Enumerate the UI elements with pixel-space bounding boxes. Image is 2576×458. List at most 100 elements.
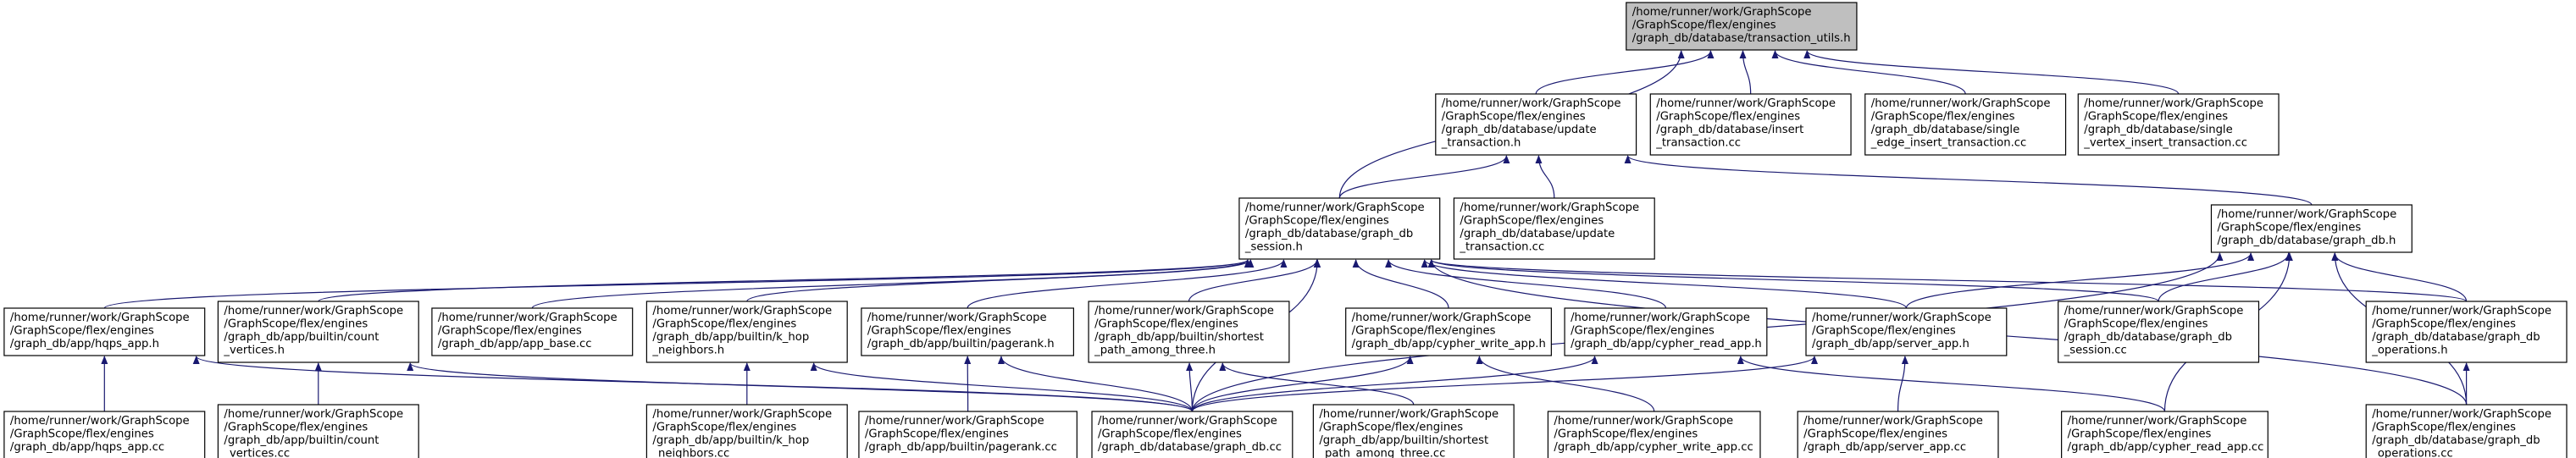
node-box	[861, 307, 1075, 356]
node-box	[1797, 411, 1999, 458]
node-graph-db-session-cc[interactable]: /home/runner/work/GraphScope/GraphScope/…	[2058, 301, 2260, 363]
node-label-line: /graph_db/database/graph_db	[2372, 331, 2540, 344]
node-box	[645, 404, 848, 458]
node-server-app-h[interactable]: /home/runner/work/GraphScope/GraphScope/…	[1805, 307, 2008, 356]
node-label-line: /graph_db/app/builtin/count	[224, 331, 379, 344]
node-label-line: /home/runner/work/GraphScope	[1803, 415, 1983, 428]
node-label-line: _neighbors.cc	[651, 448, 729, 458]
node-label-line: /GraphScope/flex/engines	[1656, 111, 1800, 124]
node-k-hop-neighbors-h[interactable]: /home/runner/work/GraphScope/GraphScope/…	[645, 301, 848, 363]
edge-update-transaction-h-to-transaction-utils-h	[1535, 50, 1715, 95]
node-label-line: /GraphScope/flex/engines	[2217, 222, 2361, 235]
node-label-line: /graph_db/database/graph_db	[2064, 331, 2232, 344]
node-label-line: /home/runner/work/GraphScope	[10, 312, 190, 324]
node-label-line: /graph_db/app/cypher_read_app.h	[1571, 338, 1762, 350]
node-label-line: /home/runner/work/GraphScope	[224, 408, 403, 421]
node-label-line: /home/runner/work/GraphScope	[2372, 305, 2551, 317]
node-box	[3, 411, 206, 458]
node-single-vertex-insert-transaction-cc[interactable]: /home/runner/work/GraphScope/GraphScope/…	[2077, 93, 2280, 156]
node-label-line: /graph_db/app/server_app.h	[1812, 338, 1969, 350]
node-cypher-read-app-h[interactable]: /home/runner/work/GraphScope/GraphScope/…	[1564, 307, 1768, 356]
node-cypher-read-app-cc[interactable]: /home/runner/work/GraphScope/GraphScope/…	[2061, 411, 2269, 458]
node-label-line: /home/runner/work/GraphScope	[652, 305, 832, 317]
node-count-vertices-cc[interactable]: /home/runner/work/GraphScope/GraphScope/…	[217, 404, 419, 458]
node-hqps-app-cc[interactable]: /home/runner/work/GraphScope/GraphScope/…	[3, 411, 206, 458]
edge-graph-db-session-cc-to-graph-db-h	[2158, 252, 2292, 302]
node-graph-db-operations-h[interactable]: /home/runner/work/GraphScope/GraphScope/…	[2365, 301, 2568, 363]
node-cypher-write-app-cc[interactable]: /home/runner/work/GraphScope/GraphScope/…	[1547, 411, 1761, 458]
node-cypher-write-app-h[interactable]: /home/runner/work/GraphScope/GraphScope/…	[1345, 307, 1552, 356]
node-label-line: /graph_db/database/insert	[1656, 124, 1803, 136]
node-box	[217, 404, 419, 458]
node-box	[1564, 307, 1768, 356]
node-label-line: /graph_db/database/single	[1871, 124, 2019, 136]
edge-cypher-write-app-h-to-graph-db-session-h	[1352, 259, 1449, 309]
node-box	[645, 301, 848, 363]
node-label-line: /graph_db/app/builtin/k_hop	[652, 434, 809, 447]
node-label-line: /home/runner/work/GraphScope	[2064, 305, 2244, 317]
node-box	[1088, 301, 1290, 363]
node-server-app-cc[interactable]: /home/runner/work/GraphScope/GraphScope/…	[1797, 411, 1999, 458]
node-box	[1649, 93, 1852, 156]
node-count-vertices-h[interactable]: /home/runner/work/GraphScope/GraphScope/…	[217, 301, 419, 363]
node-label-line: /GraphScope/flex/engines	[1812, 325, 1956, 338]
node-k-hop-neighbors-cc[interactable]: /home/runner/work/GraphScope/GraphScope/…	[645, 404, 848, 458]
node-label-line: _session.h	[1244, 241, 1303, 254]
edge-update-transaction-cc-to-update-transaction-h	[1535, 155, 1555, 199]
node-app-base-cc[interactable]: /home/runner/work/GraphScope/GraphScope/…	[431, 307, 634, 356]
node-shortest-path-cc[interactable]: /home/runner/work/GraphScope/GraphScope/…	[1312, 404, 1515, 458]
node-box	[3, 307, 206, 356]
edge-server-app-h-to-graph-db-h	[1905, 252, 2254, 309]
node-label-line: /GraphScope/flex/engines	[10, 325, 154, 338]
node-graph-db-h[interactable]: /home/runner/work/GraphScope/GraphScope/…	[2210, 204, 2413, 253]
node-label-line: /home/runner/work/GraphScope	[1571, 312, 1750, 324]
node-box	[2365, 404, 2568, 458]
node-label-line: _vertices.cc	[223, 448, 290, 458]
node-update-transaction-cc[interactable]: /home/runner/work/GraphScope/GraphScope/…	[1453, 197, 1655, 260]
node-label-line: /home/runner/work/GraphScope	[1094, 305, 1274, 317]
edge-pagerank-h-to-graph-db-session-h	[967, 259, 1288, 309]
node-update-transaction-h[interactable]: /home/runner/work/GraphScope/GraphScope/…	[1435, 93, 1637, 156]
node-pagerank-h[interactable]: /home/runner/work/GraphScope/GraphScope/…	[861, 307, 1075, 356]
node-graph-db-cc[interactable]: /home/runner/work/GraphScope/GraphScope/…	[1091, 411, 1294, 458]
node-label-line: /home/runner/work/GraphScope	[2372, 408, 2551, 421]
node-label-line: /graph_db/app/hqps_app.cc	[10, 441, 164, 454]
node-hqps-app-h[interactable]: /home/runner/work/GraphScope/GraphScope/…	[3, 307, 206, 356]
edge-hqps-app-h-to-graph-db-session-h	[103, 259, 1251, 309]
node-label-line: /GraphScope/flex/engines	[1319, 422, 1463, 434]
node-shortest-path-h[interactable]: /home/runner/work/GraphScope/GraphScope/…	[1088, 301, 1290, 363]
edge-graph-db-operations-h-to-graph-db-h	[2331, 252, 2468, 302]
node-label-line: /home/runner/work/GraphScope	[438, 312, 618, 324]
edge-shortest-path-cc-to-shortest-path-h	[1219, 362, 1415, 406]
node-label-line: /GraphScope/flex/engines	[10, 428, 154, 441]
node-label-line: /graph_db/database/transaction_utils.h	[1632, 32, 1851, 45]
edge-server-app-cc-to-server-app-h	[1897, 356, 1908, 412]
node-box	[431, 307, 634, 356]
edge-count-vertices-h-to-graph-db-session-h	[318, 259, 1251, 302]
node-pagerank-cc[interactable]: /home/runner/work/GraphScope/GraphScope/…	[858, 411, 1077, 458]
node-label-line: _edge_insert_transaction.cc	[1870, 137, 2027, 150]
node-box	[1547, 411, 1761, 458]
node-insert-transaction-cc[interactable]: /home/runner/work/GraphScope/GraphScope/…	[1649, 93, 1852, 156]
node-label-line: /GraphScope/flex/engines	[2064, 318, 2208, 331]
node-box	[2061, 411, 2269, 458]
node-graph-db-session-h[interactable]: /home/runner/work/GraphScope/GraphScope/…	[1238, 197, 1441, 260]
node-label-line: /home/runner/work/GraphScope	[2084, 97, 2263, 110]
node-label-line: /GraphScope/flex/engines	[2084, 111, 2228, 124]
node-box	[2077, 93, 2280, 156]
node-transaction-utils-h[interactable]: /home/runner/work/GraphScope/GraphScope/…	[1626, 2, 1858, 51]
node-graph-db-operations-cc[interactable]: /home/runner/work/GraphScope/GraphScope/…	[2365, 404, 2568, 458]
edge-cypher-read-app-h-to-graph-db-session-h	[1385, 259, 1667, 309]
edge-k-hop-neighbors-h-to-graph-db-session-h	[746, 259, 1255, 302]
node-label-line: /home/runner/work/GraphScope	[1812, 312, 1992, 324]
edge-server-app-h-to-graph-db-session-h	[1421, 259, 1907, 309]
edge-graph-db-h-to-update-transaction-h	[1624, 155, 2313, 206]
edge-shortest-path-h-to-graph-db-session-h	[1188, 259, 1321, 302]
node-box	[858, 411, 1077, 458]
node-label-line: /GraphScope/flex/engines	[1245, 215, 1389, 228]
node-label-line: /GraphScope/flex/engines	[867, 325, 1011, 338]
node-single-edge-insert-transaction-cc[interactable]: /home/runner/work/GraphScope/GraphScope/…	[1864, 93, 2067, 156]
edge-graph-db-cc-to-server-app-h	[1191, 356, 1818, 412]
edge-cypher-write-app-cc-to-cypher-write-app-h	[1476, 356, 1655, 412]
